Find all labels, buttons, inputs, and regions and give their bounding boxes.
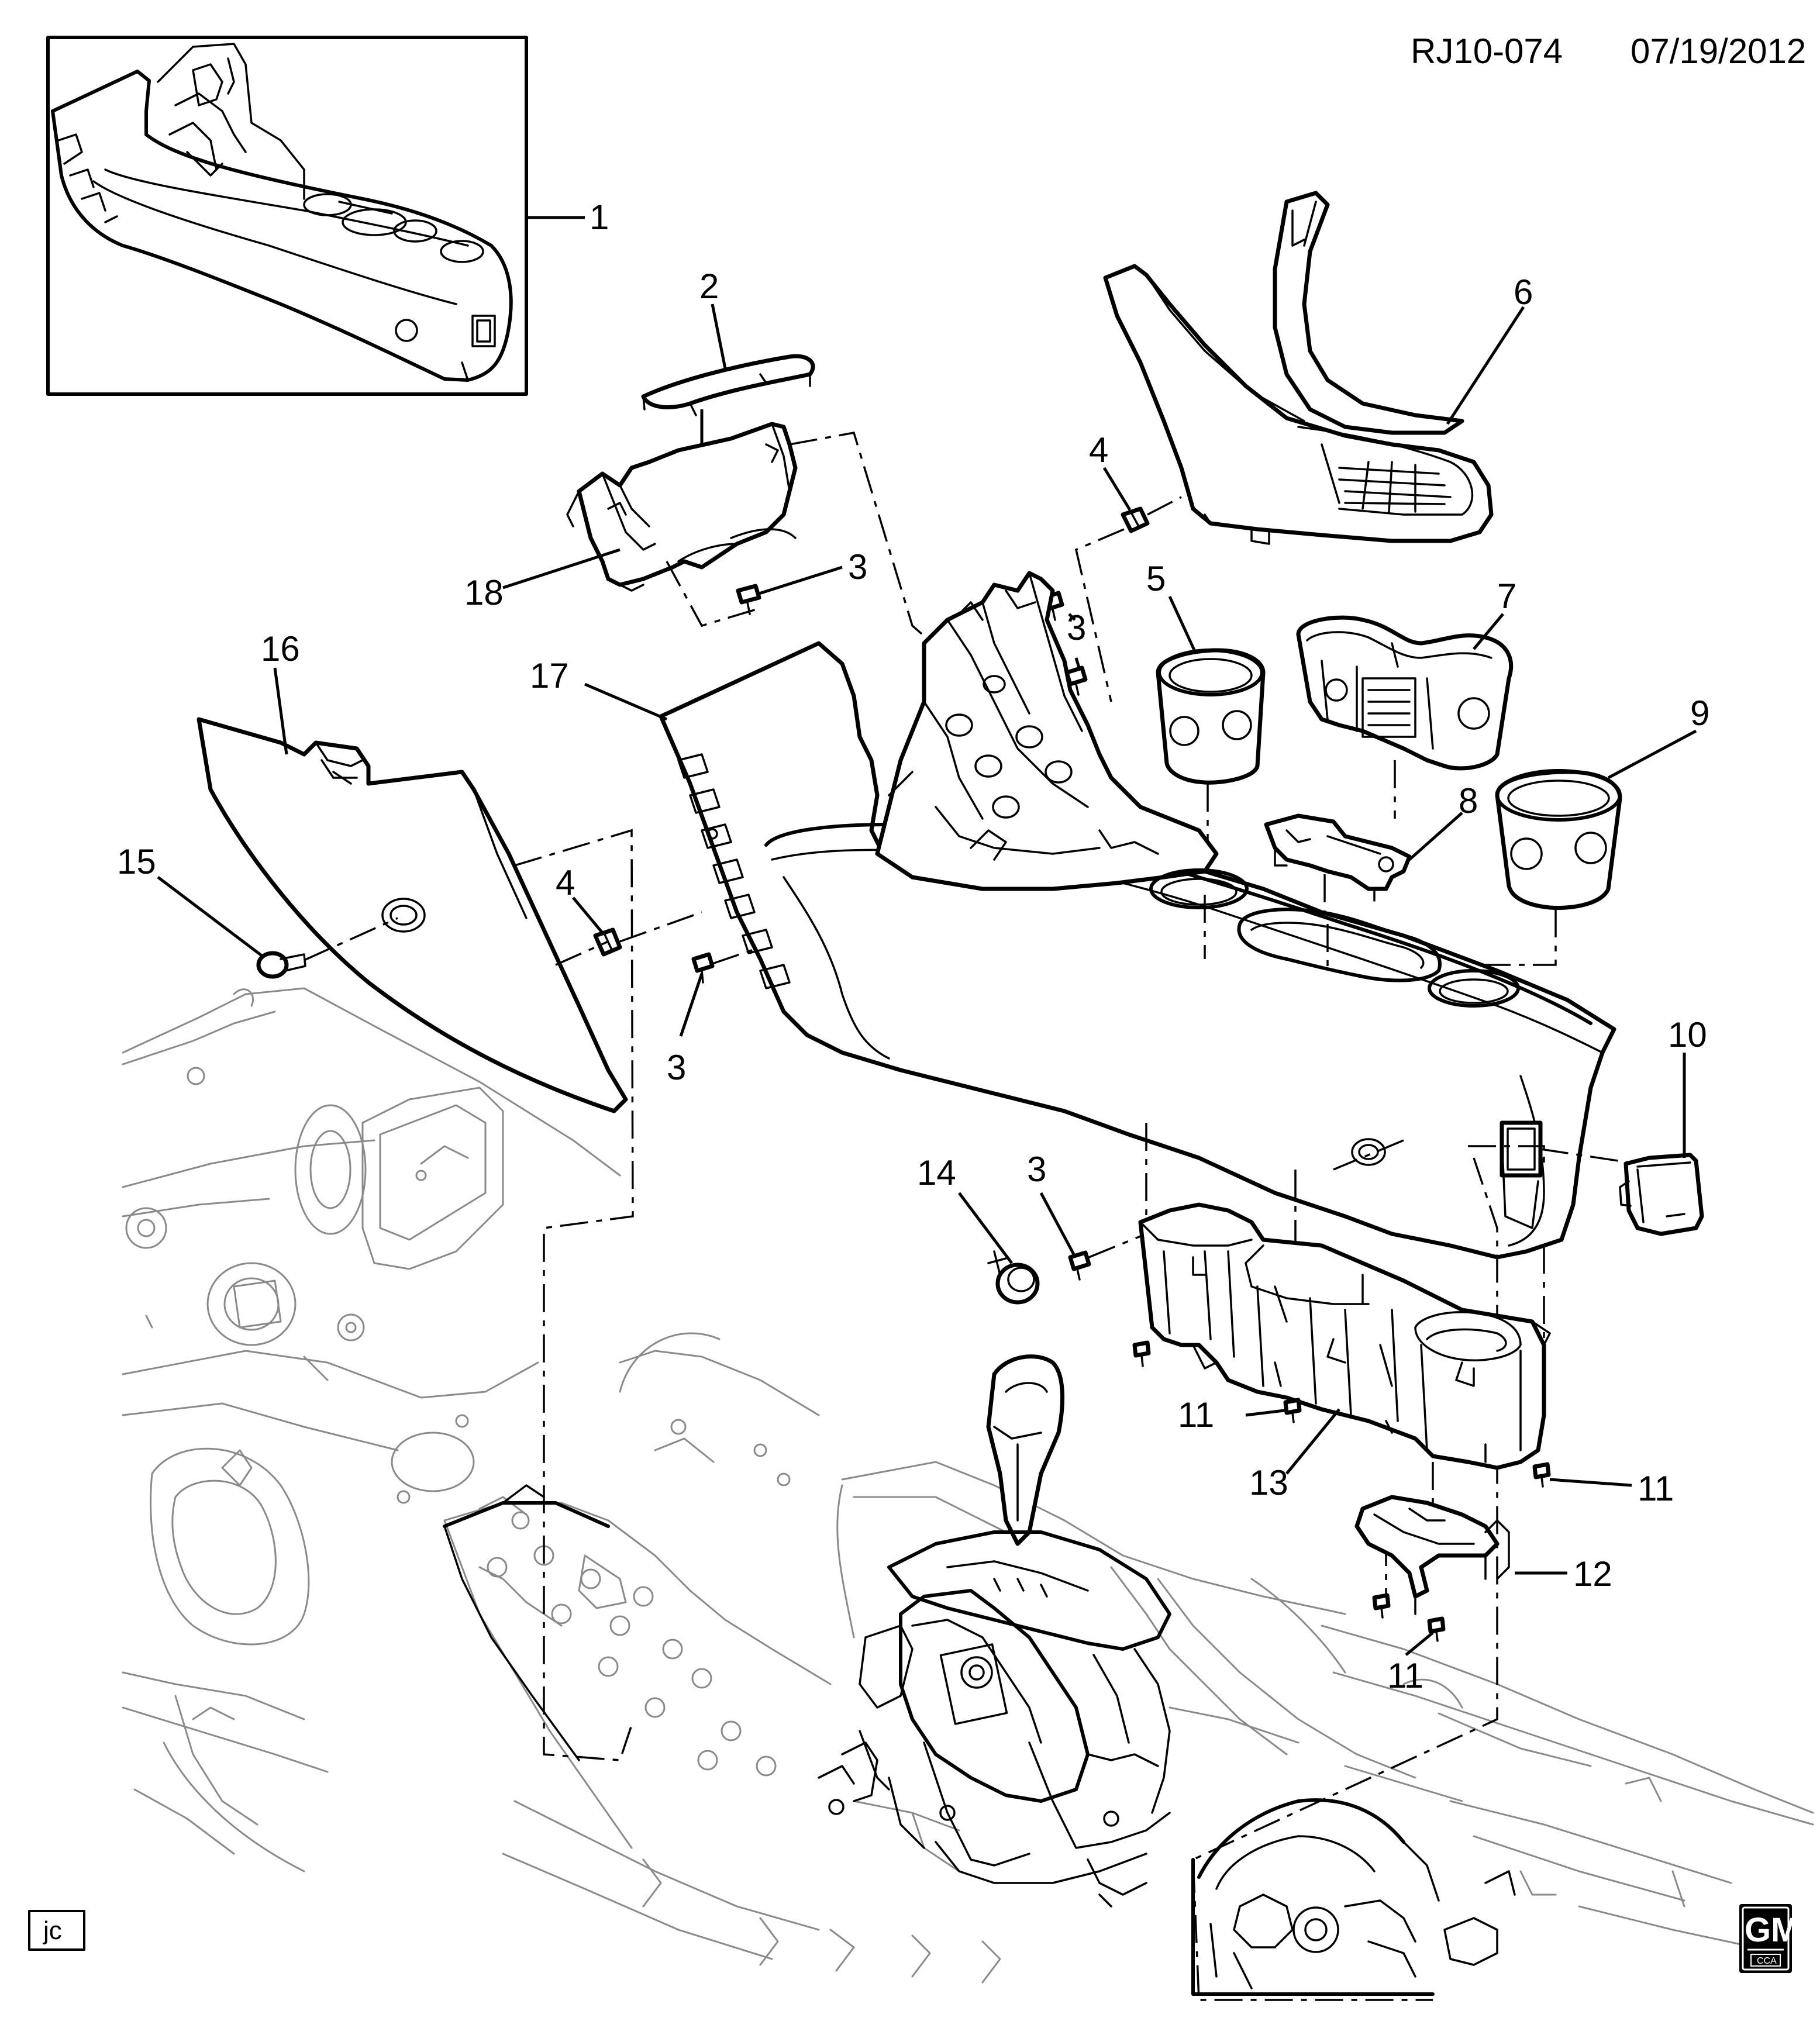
part-12-bracket <box>1354 1495 1510 1615</box>
leader-8 <box>1408 812 1463 861</box>
leader-3a <box>759 565 843 595</box>
inset-box-console-assembly <box>46 36 528 396</box>
svg-text:CCA: CCA <box>1757 1956 1777 1966</box>
callout-4: 4 <box>1089 430 1108 470</box>
screw-3-top <box>736 584 761 615</box>
dash-17-right-frame <box>1192 1145 1545 2001</box>
leader-11c <box>1549 1478 1632 1487</box>
diagram-code: RJ10-074 <box>1411 32 1563 71</box>
screw-3-left <box>691 952 715 984</box>
leader-4a <box>1102 467 1132 511</box>
lower-right-mechanism <box>1191 1798 1516 1996</box>
dash-9 <box>1474 909 1557 966</box>
screw-11-d <box>1372 1593 1391 1619</box>
leader-16 <box>273 667 288 755</box>
dash-17-hole <box>1333 1139 1404 1171</box>
part-7-dual-cup-insert <box>1296 615 1514 771</box>
dash-3d <box>1088 1233 1147 1258</box>
leader-7 <box>1473 613 1504 650</box>
callout-16: 16 <box>261 629 300 668</box>
dash-4b <box>619 911 702 943</box>
part-15-push-fastener <box>256 951 306 979</box>
part-16-side-panel <box>197 717 628 1113</box>
leader-4b <box>572 896 604 934</box>
leader-3d <box>1039 1192 1076 1256</box>
callout-13: 13 <box>1249 1463 1288 1502</box>
callout-18: 18 <box>464 573 504 612</box>
dash-16-frame <box>514 829 634 1761</box>
dash-3c <box>712 946 761 965</box>
screw-11-c <box>1532 1462 1551 1488</box>
callout-8: 8 <box>1459 781 1478 820</box>
callout-17: 17 <box>530 656 569 695</box>
dash-18-3 <box>666 561 761 627</box>
part-8-bracket <box>1264 813 1412 902</box>
dash-4a <box>1147 496 1182 516</box>
leader-11d <box>1405 1632 1434 1656</box>
callout-4: 4 <box>556 863 575 902</box>
callout-5: 5 <box>1146 559 1166 598</box>
callout-15: 15 <box>117 842 156 881</box>
leader-6 <box>1446 306 1525 425</box>
leader-15 <box>157 876 264 958</box>
callout-3: 3 <box>667 1048 686 1087</box>
callout-11: 11 <box>1638 1469 1674 1508</box>
part-13-cup-holder-tray <box>1138 1202 1551 1470</box>
callout-1: 1 <box>590 198 609 237</box>
part-6-upper-trim <box>1103 191 1494 545</box>
part-17-main-console <box>659 571 1616 1260</box>
dash-10 <box>1540 1148 1638 1165</box>
part-10-switch-module <box>1619 1153 1704 1236</box>
leader-9 <box>1607 729 1697 780</box>
clip-4-upper <box>1121 506 1150 533</box>
dash-4a-down <box>1074 528 1125 702</box>
callout-6: 6 <box>1514 273 1533 312</box>
svg-text:GM: GM <box>1745 1911 1799 1949</box>
leader-3b-up <box>1068 613 1076 621</box>
gear-shifter <box>818 1354 1171 1908</box>
callout-7: 7 <box>1497 577 1516 616</box>
leader-14 <box>958 1192 1013 1264</box>
part-5-cup-insert <box>1156 648 1266 785</box>
screw-3-right <box>1068 1250 1091 1281</box>
leader-2 <box>711 303 727 369</box>
part-14-knob <box>987 1250 1040 1305</box>
part-2-trim-plate <box>641 354 815 416</box>
leader-11b <box>1245 1409 1285 1417</box>
vehicle-floor-background <box>122 987 1814 1984</box>
callouts: 1 2 3 3 3 3 4 4 5 6 7 8 9 10 11 11 11 12… <box>117 198 1709 1695</box>
leader-5 <box>1168 595 1198 655</box>
leader-17 <box>584 682 667 721</box>
diagram-date: 07/19/2012 <box>1631 32 1806 71</box>
callout-3: 3 <box>1067 608 1086 647</box>
leader-18 <box>502 548 621 589</box>
floor-tunnel-outline <box>443 1484 610 1761</box>
screw-11-a <box>1132 1340 1151 1367</box>
screw-11-e <box>1427 1616 1446 1642</box>
callout-11: 11 <box>1178 1395 1214 1434</box>
callout-2: 2 <box>699 267 719 306</box>
gm-logo: GM CCA <box>1739 1904 1799 1973</box>
svg-text:jc: jc <box>42 1916 62 1945</box>
leader-13 <box>1285 1408 1340 1475</box>
author-tag: jc <box>28 1910 85 1951</box>
callout-9: 9 <box>1690 694 1709 733</box>
screw-11-b <box>1283 1398 1302 1423</box>
callout-3: 3 <box>848 547 867 587</box>
callout-12: 12 <box>1573 1554 1612 1594</box>
leader-3b-down <box>1074 657 1081 670</box>
part-18-bezel <box>566 422 798 592</box>
dash-18-17 <box>789 431 960 668</box>
dash-15 <box>304 917 398 961</box>
callout-3: 3 <box>1027 1150 1046 1189</box>
callout-10: 10 <box>1668 1015 1707 1054</box>
leader-3c <box>679 973 704 1037</box>
dash-16-panel <box>555 940 609 966</box>
callout-11: 11 <box>1387 1656 1423 1695</box>
part-9-cup-insert <box>1495 769 1622 910</box>
callout-14: 14 <box>917 1153 956 1192</box>
